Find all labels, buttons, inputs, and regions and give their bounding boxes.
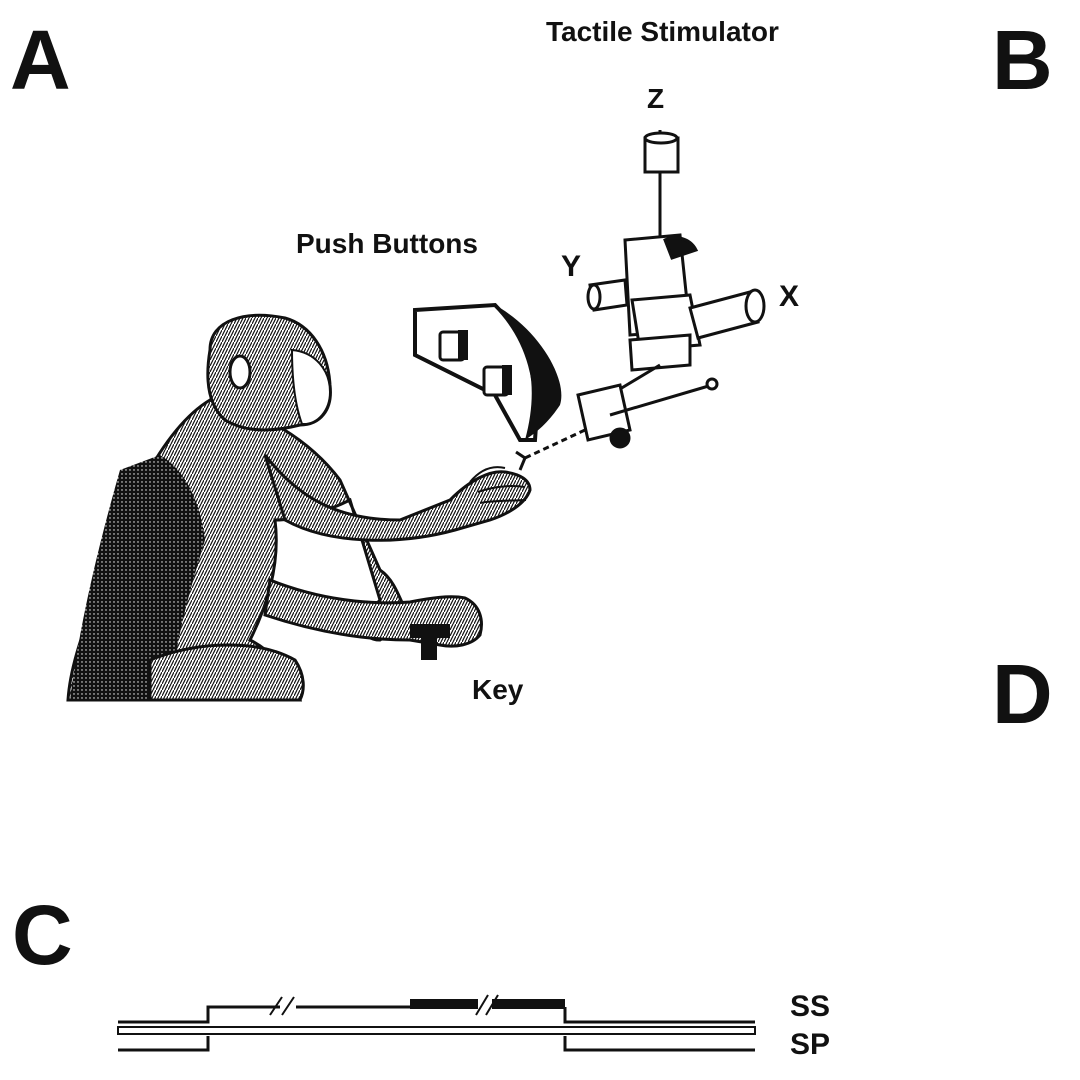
z-axis-label: Z: [647, 83, 665, 114]
push-buttons-panel-shadow: [495, 305, 562, 440]
key-device: [410, 624, 450, 660]
ss-thick-segment-2: [492, 999, 565, 1009]
tactile-stimulator-label: Tactile Stimulator: [546, 16, 779, 47]
panel-label-b: B: [992, 13, 1053, 107]
key-stem: [421, 636, 437, 660]
timing-diagram: [117, 994, 756, 1052]
push-button-2-side: [502, 365, 512, 395]
monkey-illustration: [66, 313, 532, 702]
sp-trace-label: SP: [790, 1028, 831, 1061]
probe-holder: [576, 383, 632, 442]
push-buttons-panel: [413, 302, 562, 442]
ss-break-1b: [281, 996, 295, 1016]
ss-trace: [118, 1005, 755, 1024]
sp-trace: [118, 1036, 755, 1052]
monkey-face: [290, 348, 332, 426]
key-label: Key: [472, 674, 524, 705]
probe-tip: [524, 428, 586, 460]
ss-trace-label: SS: [790, 990, 831, 1023]
probe-contact: [515, 450, 527, 471]
panel-label-c: C: [12, 888, 73, 982]
x-axis-label: X: [779, 280, 800, 313]
key-cap: [410, 624, 450, 638]
baseline-band: [117, 1026, 756, 1035]
y-motor-end: [586, 283, 602, 311]
ss-thick-segment-1: [410, 999, 478, 1009]
ss-break-2b: [485, 994, 499, 1016]
z-motor-top: [643, 131, 679, 145]
panel-label-a: A: [10, 13, 71, 107]
tactile-stimulator-device: [515, 130, 766, 471]
y-axis-label: Y: [561, 250, 582, 283]
push-buttons-label: Push Buttons: [296, 228, 478, 259]
ss-break-1a: [269, 996, 283, 1016]
panel-label-d: D: [992, 647, 1053, 741]
monkey-ear: [228, 354, 252, 390]
x-motor-end: [744, 288, 766, 324]
monkey-back-shadow: [70, 455, 205, 700]
monkey-hand-fingers: [469, 466, 527, 504]
probe-knob: [609, 427, 631, 449]
probe-rod: [609, 383, 713, 417]
z-axis-bracket: [663, 236, 699, 260]
push-button-1-side: [458, 330, 468, 360]
stimulator-base: [628, 333, 692, 372]
ss-break-2a: [475, 994, 489, 1016]
monkey-leg: [148, 643, 305, 702]
monkey-reaching-arm: [263, 454, 532, 542]
probe-rod-end: [705, 377, 719, 391]
